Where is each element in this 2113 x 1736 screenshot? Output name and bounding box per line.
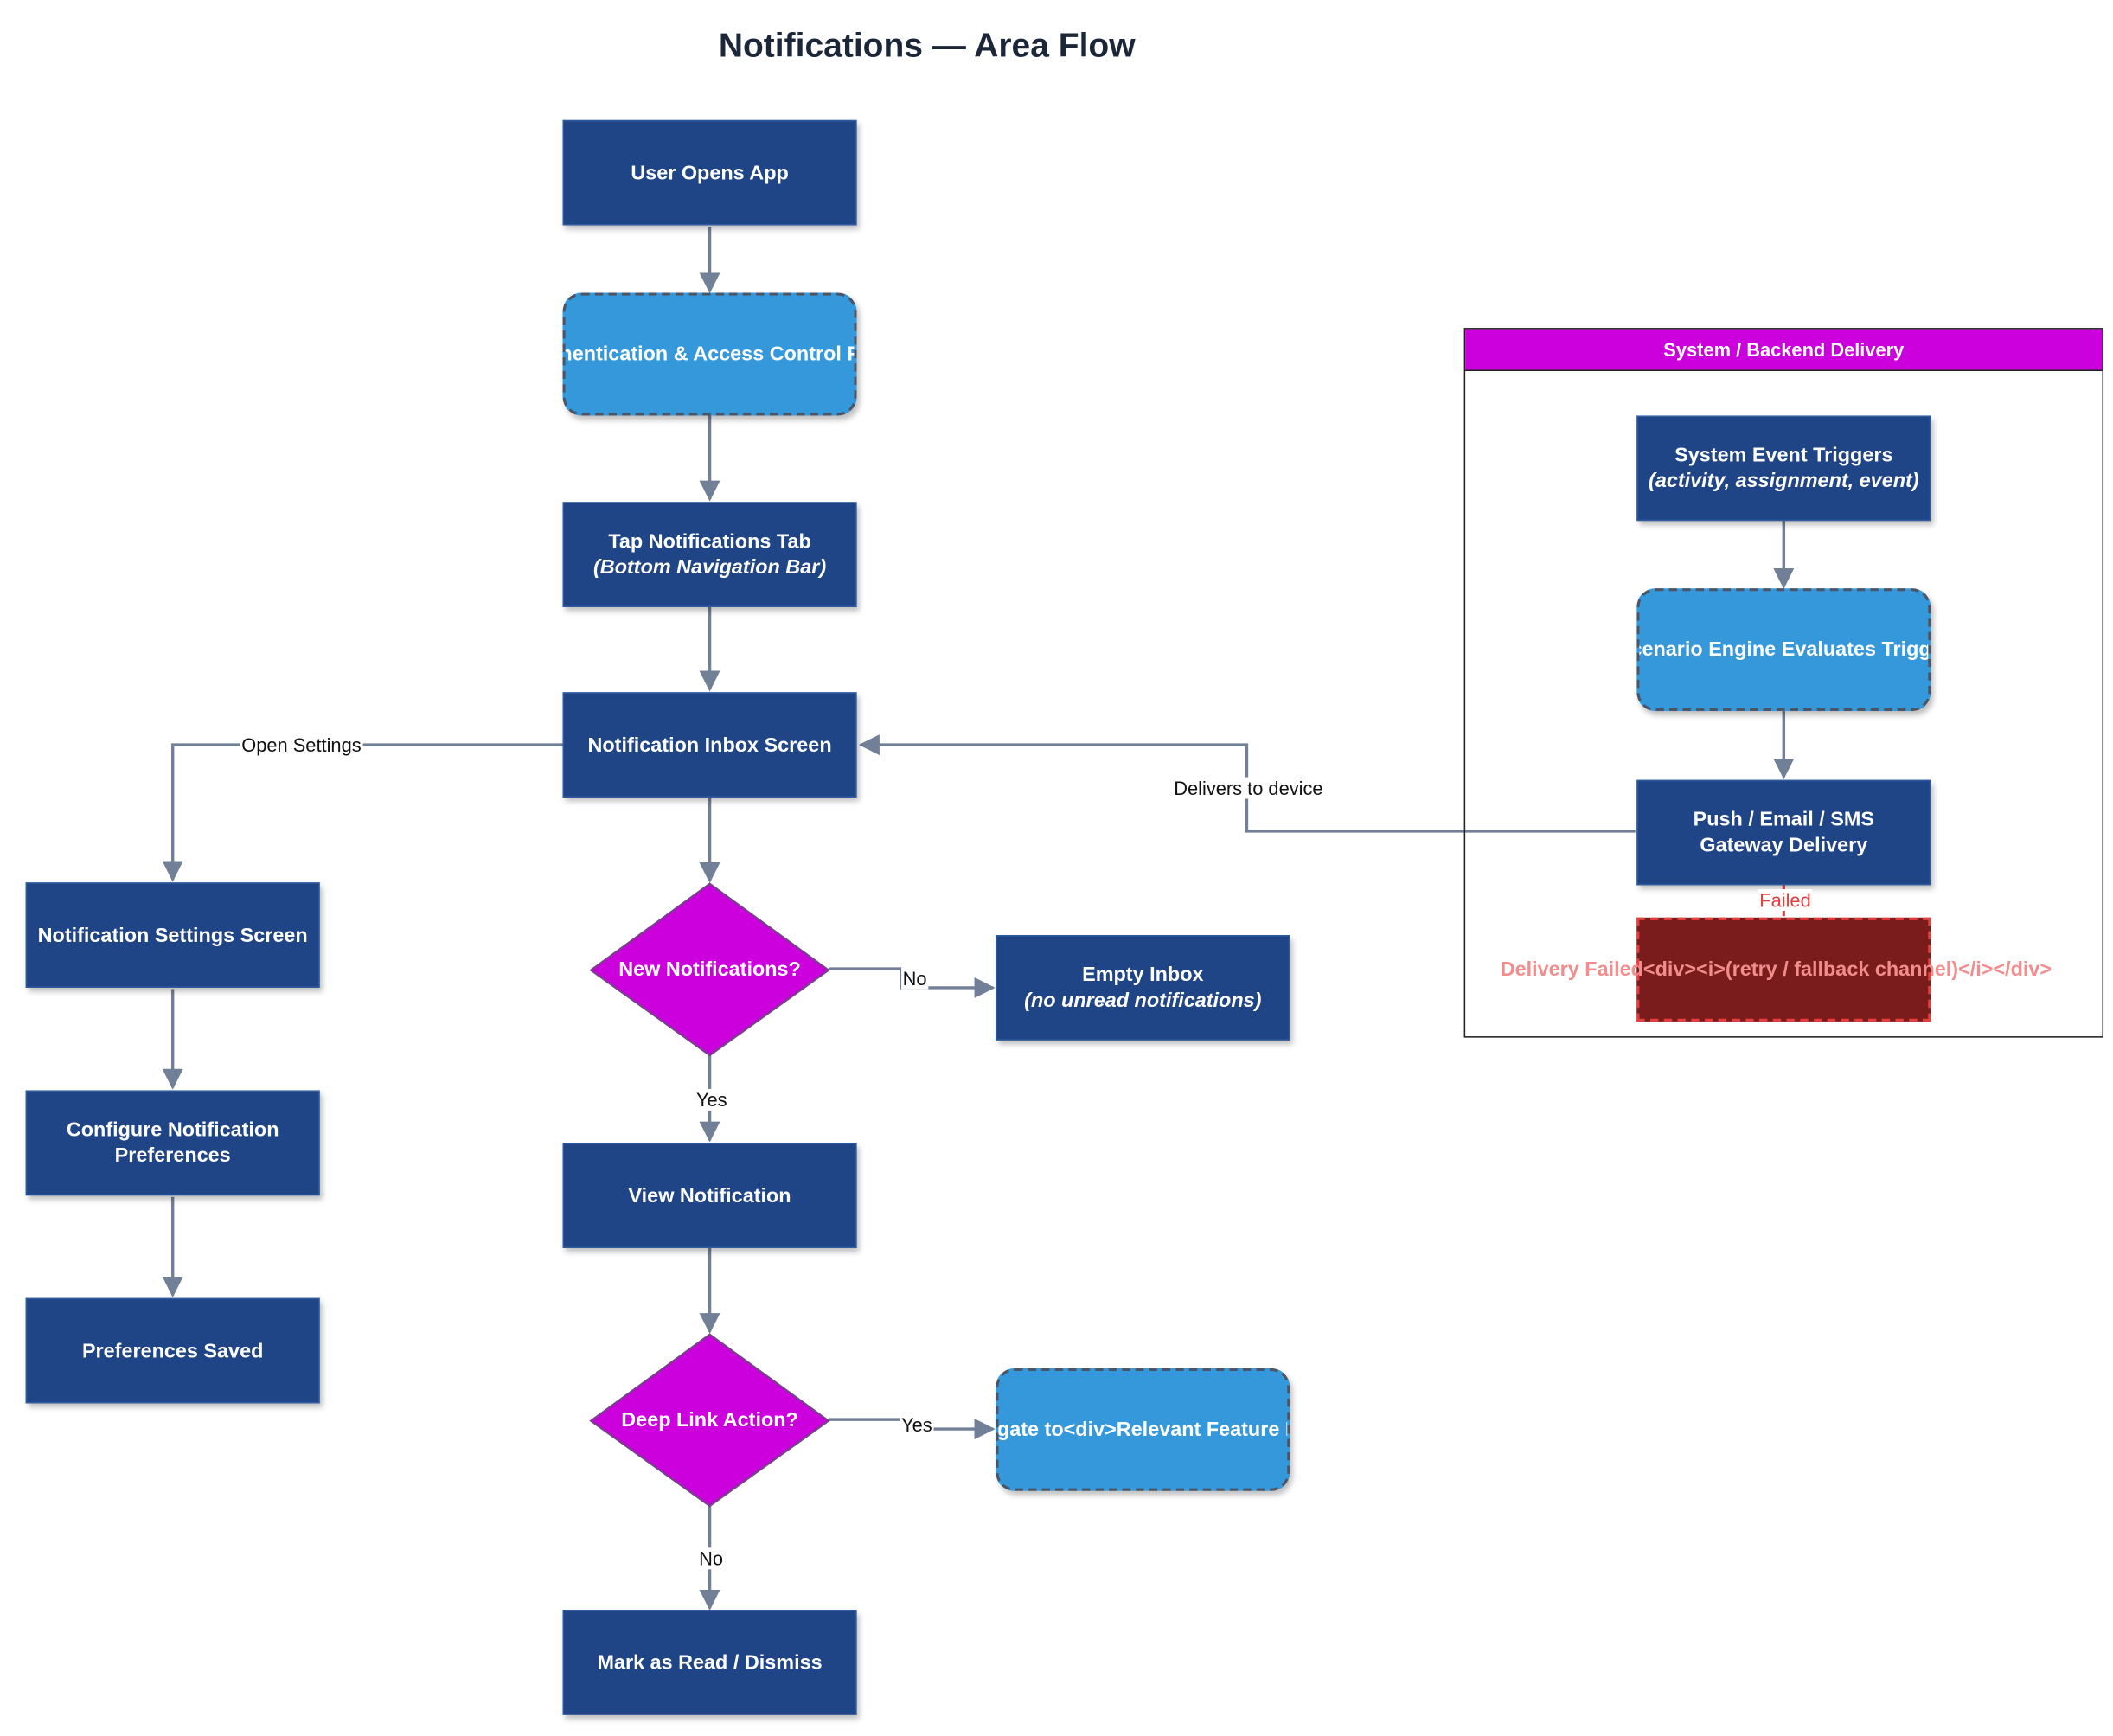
edge-label-yes: Yes [900, 1413, 934, 1436]
decision-new-notifications[interactable]: New Notifications? [618, 958, 801, 982]
node-label-line2: (no unread notifications) [1024, 989, 1262, 1012]
node-user-opens-app[interactable]: User Opens App [562, 119, 857, 226]
node-label: View Notification [628, 1183, 791, 1208]
edge-label-delivers: Delivers to device [1172, 777, 1325, 799]
node-label: Authentication & Access Control Flow [562, 343, 855, 366]
node-label-line1: Tap Notifications Tab [608, 530, 811, 554]
node-label: Mark as Read / Dismiss [597, 1650, 823, 1675]
node-notification-inbox[interactable]: Notification Inbox Screen [562, 692, 857, 798]
node-label: Notification Inbox Screen [587, 733, 832, 757]
node-label: Notification Settings Screen [37, 923, 308, 947]
node-tap-notifications-tab[interactable]: Tap Notifications Tab (Bottom Navigation… [562, 502, 857, 607]
edge-label-no: No [901, 967, 929, 990]
edge-inbox-to-settings [162, 743, 563, 882]
node-label: Navigate to<div>Relevant Feature Flow [996, 1418, 1287, 1442]
node-label-line2: Gateway Delivery [1700, 834, 1868, 857]
edge-label-open-settings: Open Settings [240, 733, 363, 756]
node-empty-inbox[interactable]: Empty Inbox (no unread notifications) [996, 935, 1290, 1041]
node-label: Scenario Engine Evaluates Trigger [1639, 637, 1931, 662]
node-preferences-saved[interactable]: Preferences Saved [25, 1297, 320, 1404]
node-system-event-triggers[interactable]: System Event Triggers (activity, assignm… [1636, 415, 1931, 522]
node-label-line1: System Event Triggers [1674, 444, 1893, 467]
edge-label-no: No [697, 1547, 725, 1570]
node-delivery-failed[interactable] [1636, 917, 1931, 1022]
node-label-line2: (Bottom Navigation Bar) [593, 555, 827, 580]
node-configure-preferences[interactable]: Configure Notification Preferences [25, 1090, 320, 1196]
decision-deep-link-shape [589, 1333, 830, 1508]
edge-label-failed: Failed [1758, 889, 1813, 911]
node-label: User Opens App [631, 161, 789, 184]
node-label: Configure Notification Preferences [66, 1118, 279, 1168]
decision-new-notifications-shape [589, 882, 830, 1057]
node-auth-flow[interactable]: Authentication & Access Control Flow [562, 292, 857, 416]
node-label-line1: Empty Inbox [1082, 963, 1204, 987]
swimlane-system-backend: System / Backend Delivery [1463, 328, 2104, 1038]
node-mark-as-read[interactable]: Mark as Read / Dismiss [562, 1610, 857, 1715]
diagram-title: Notifications — Area Flow [718, 27, 1136, 65]
node-scenario-engine[interactable]: Scenario Engine Evaluates Trigger [1636, 588, 1931, 712]
node-notification-settings[interactable]: Notification Settings Screen [25, 882, 320, 988]
node-gateway-delivery[interactable]: Push / Email / SMS Gateway Delivery [1636, 779, 1931, 886]
node-delivery-failed-label: Delivery Failed<div><i>(retry / fallback… [1500, 958, 2052, 982]
node-label-line1: Push / Email / SMS [1693, 808, 1874, 831]
decision-deep-link[interactable]: Deep Link Action? [621, 1408, 798, 1432]
node-label-line2: (activity, assignment, event) [1649, 469, 1919, 493]
swimlane-header: System / Backend Delivery [1465, 329, 2103, 371]
node-view-notification[interactable]: View Notification [562, 1143, 857, 1248]
node-navigate-feature-flow[interactable]: Navigate to<div>Relevant Feature Flow [996, 1368, 1290, 1491]
node-label: Preferences Saved [81, 1339, 264, 1362]
edge-label-yes: Yes [695, 1088, 729, 1111]
